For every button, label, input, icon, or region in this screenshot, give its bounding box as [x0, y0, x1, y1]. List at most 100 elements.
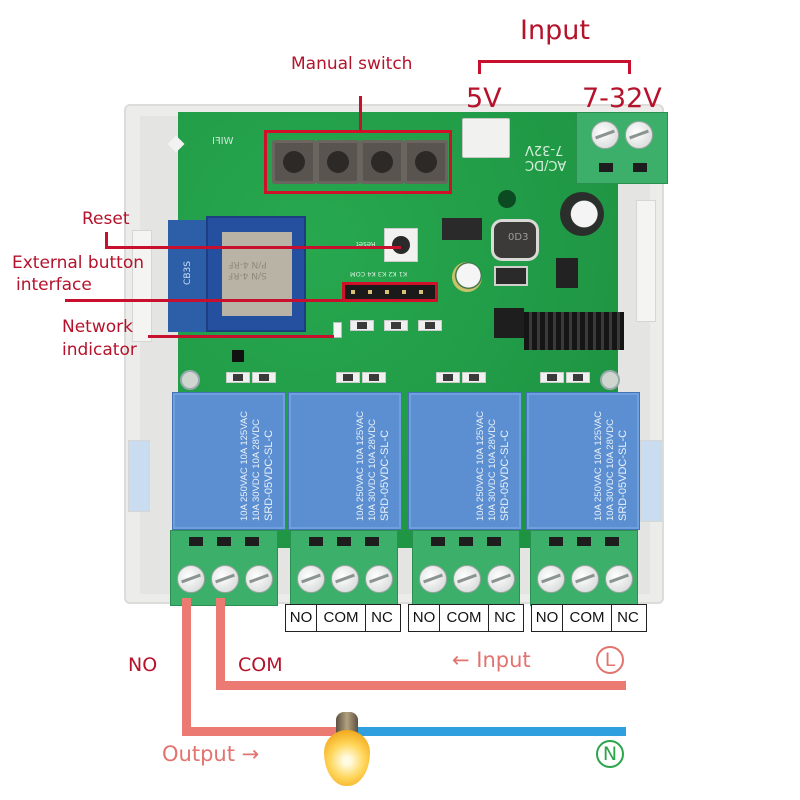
- relay-rating-ac: 10A 250VAC 10A 125VAC: [355, 410, 366, 521]
- relay-1: 10A 250VAC 10A 125VAC 10A 30VDC 10A 28VD…: [172, 392, 286, 530]
- relay-2: 10A 250VAC 10A 125VAC 10A 30VDC 10A 28VD…: [288, 392, 402, 530]
- terminal-block-3: [412, 530, 520, 606]
- external-button-label-line2: interface: [16, 275, 92, 295]
- antenna-label: CB3S: [182, 261, 193, 285]
- wiring-no-label: NO: [128, 654, 158, 676]
- relay-2-text: 10A 250VAC 10A 125VAC 10A 30VDC 10A 28VD…: [355, 397, 395, 521]
- manual-switch-label: Manual switch: [291, 54, 413, 74]
- right-latch: [640, 440, 662, 522]
- label-nc: NC: [371, 609, 393, 626]
- terminal-label-4: NO COM NC: [531, 604, 647, 632]
- wire-com-vertical: [216, 598, 225, 690]
- relay-3: 10A 250VAC 10A 125VAC 10A 30VDC 10A 28VD…: [408, 392, 522, 530]
- input-bracket-right: [628, 60, 631, 74]
- relay-model: SRD-05VDC-SL-C: [263, 429, 275, 521]
- label-com: COM: [440, 605, 489, 631]
- terminal-4-no-screw[interactable]: [537, 565, 565, 593]
- power-silk-acdc: AC/DC: [525, 157, 567, 172]
- inductor-label: 0D3: [508, 232, 529, 243]
- label-nc: NC: [494, 609, 516, 626]
- label-no: NO: [409, 605, 440, 631]
- terminal-2-com-screw[interactable]: [331, 565, 359, 593]
- terminal-4-com-screw[interactable]: [571, 565, 599, 593]
- dc-terminal-opening: [633, 163, 647, 172]
- wire-output-horizontal: [182, 727, 348, 736]
- module-text-pn: P/N 4-RF: [228, 259, 267, 269]
- terminal-block-2: [290, 530, 398, 606]
- wifi-module: S/N 4-RF P/N 4-RF: [206, 216, 306, 332]
- manual-switch-1[interactable]: [272, 140, 316, 184]
- terminal-1-no-screw[interactable]: [177, 565, 205, 593]
- input-bracket-top: [478, 60, 631, 63]
- manual-switch-3[interactable]: [360, 140, 404, 184]
- external-button-leader: [65, 299, 343, 302]
- manual-switch-leader: [359, 96, 362, 132]
- terminal-3-no-screw[interactable]: [419, 565, 447, 593]
- label-com: COM: [563, 605, 612, 631]
- bulb-base: [336, 712, 358, 734]
- wifi-module-text: S/N 4-RF P/N 4-RF: [228, 258, 267, 280]
- electrolytic-capacitor: [560, 192, 604, 236]
- terminal-2-nc-screw[interactable]: [365, 565, 393, 593]
- wifi-silk-label: WIFI: [212, 136, 234, 147]
- terminal-block-1: [170, 530, 278, 606]
- relay-3-text: 10A 250VAC 10A 125VAC 10A 30VDC 10A 28VD…: [475, 397, 515, 521]
- relay-rating-ac: 10A 250VAC 10A 125VAC: [593, 410, 604, 521]
- manual-switch-highlight: [264, 130, 452, 194]
- terminal-3-com-screw[interactable]: [453, 565, 481, 593]
- wire-neutral: [348, 727, 626, 736]
- terminal-4-nc-screw[interactable]: [605, 565, 633, 593]
- small-capacitor: [452, 262, 482, 292]
- power-silk-label: AC/DC 7-32V: [525, 142, 566, 172]
- relay-rating-dc: 10A 30VDC 10A 28VDC: [605, 419, 616, 521]
- external-button-header[interactable]: [342, 282, 438, 302]
- power-inductor: [494, 222, 536, 258]
- terminal-1-com-screw[interactable]: [211, 565, 239, 593]
- neutral-symbol: N: [596, 740, 624, 768]
- voltage-regulator: [442, 218, 482, 240]
- heatsink: [524, 312, 624, 350]
- mount-hole: [180, 370, 200, 390]
- dc-screw-1[interactable]: [591, 121, 619, 149]
- left-rail-clip: [132, 230, 152, 342]
- manual-switch-2[interactable]: [316, 140, 360, 184]
- bridge-rectifier: [496, 268, 526, 284]
- reset-label: Reset: [82, 209, 130, 229]
- terminal-1-nc-screw[interactable]: [245, 565, 273, 593]
- transistor: [232, 350, 244, 362]
- reset-leader-vertical: [105, 232, 108, 248]
- network-label-line2: indicator: [62, 340, 137, 360]
- mosfet: [494, 308, 524, 338]
- relay-model: SRD-05VDC-SL-C: [617, 429, 629, 521]
- wire-no-vertical: [182, 598, 191, 736]
- relay-rating-ac: 10A 250VAC 10A 125VAC: [475, 410, 486, 521]
- relay-4: 10A 250VAC 10A 125VAC 10A 30VDC 10A 28VD…: [526, 392, 640, 530]
- dc-terminal-block: [576, 112, 668, 184]
- network-indicator-led: [333, 322, 342, 338]
- micro-usb-5v-port[interactable]: [462, 118, 510, 158]
- terminal-3-nc-screw[interactable]: [487, 565, 515, 593]
- network-leader: [148, 335, 334, 338]
- manual-switch-4[interactable]: [404, 140, 448, 184]
- label-no: NO: [532, 605, 563, 631]
- input-title: Input: [520, 15, 590, 46]
- relay-rating-ac: 10A 250VAC 10A 125VAC: [239, 410, 250, 521]
- input-bracket-left: [478, 60, 481, 74]
- module-text-sn: S/N 4-RF: [228, 270, 267, 280]
- terminal-label-3: NO COM NC: [408, 604, 524, 632]
- light-bulb-icon: [324, 730, 370, 786]
- reset-button[interactable]: [384, 228, 418, 262]
- terminal-2-no-screw[interactable]: [297, 565, 325, 593]
- relay-model: SRD-05VDC-SL-C: [499, 429, 511, 521]
- dc-screw-2[interactable]: [625, 121, 653, 149]
- relay-rating-dc: 10A 30VDC 10A 28VDC: [367, 419, 378, 521]
- dc-terminal-opening: [599, 163, 613, 172]
- wiring-com-label: COM: [238, 654, 283, 676]
- external-button-label-line1: External button: [12, 253, 145, 273]
- mount-hole: [600, 370, 620, 390]
- left-latch: [128, 440, 150, 512]
- label-nc: NC: [617, 609, 639, 626]
- relay-rating-dc: 10A 30VDC 10A 28VDC: [487, 419, 498, 521]
- input-7-32v-label: 7-32V: [582, 83, 662, 114]
- via-hole: [498, 190, 516, 208]
